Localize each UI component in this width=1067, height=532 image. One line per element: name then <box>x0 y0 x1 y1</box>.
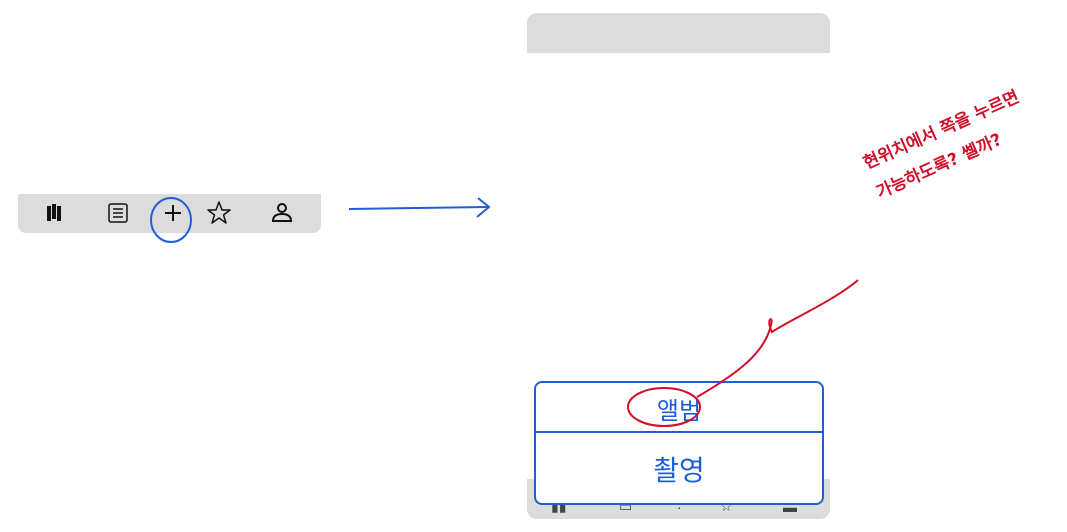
tab-map[interactable] <box>40 194 70 233</box>
list-icon <box>108 203 128 223</box>
map-icon <box>47 204 61 221</box>
tab-list[interactable] <box>104 194 134 233</box>
transition-arrow <box>348 206 489 210</box>
person-icon <box>271 203 293 222</box>
camera-option[interactable]: 촬영 <box>653 454 705 487</box>
phone-header <box>527 13 830 53</box>
tab-add[interactable] <box>158 194 188 233</box>
annotation-note: 현위치에서 쪽을 누르면 가능하도록? 쎌까? <box>858 69 1067 209</box>
action-sheet: 앨범 촬영 <box>534 381 824 505</box>
sheet-divider <box>536 431 822 433</box>
plus-icon <box>165 205 181 221</box>
bottom-tab-bar <box>18 194 321 233</box>
tab-profile[interactable] <box>267 194 297 233</box>
plus-icon: · <box>677 499 682 515</box>
tab-favorites[interactable] <box>204 194 234 233</box>
album-option[interactable]: 앨범 <box>656 397 702 425</box>
star-icon <box>207 201 231 224</box>
